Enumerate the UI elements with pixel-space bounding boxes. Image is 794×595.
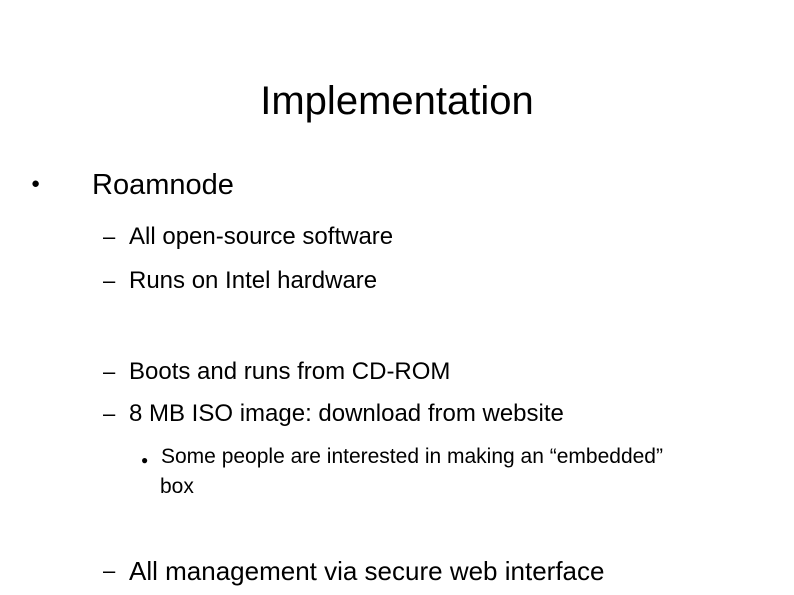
sub-bullet-marker: ● <box>141 453 149 467</box>
dash-marker: – <box>103 268 116 293</box>
dash-marker: – <box>103 224 116 249</box>
subitem-intel-hardware: Runs on Intel hardware <box>129 267 378 294</box>
subitem-cd-rom: Boots and runs from CD-ROM <box>129 358 451 385</box>
bullet-roamnode: Roamnode <box>92 169 234 201</box>
slide-title: Implementation <box>260 79 534 123</box>
dash-marker: – <box>103 359 116 384</box>
subitem-web-interface: All management via secure web interface <box>129 556 605 586</box>
bullet-marker: ● <box>31 175 41 192</box>
subsubitem-embedded-line2: box <box>160 475 194 498</box>
subitem-iso-image: 8 MB ISO image: download from website <box>129 400 564 427</box>
subitem-open-source: All open-source software <box>129 223 394 250</box>
dash-marker: – <box>103 558 116 583</box>
dash-marker: – <box>103 401 116 426</box>
subsubitem-embedded-line1: Some people are interested in making an … <box>161 445 663 468</box>
